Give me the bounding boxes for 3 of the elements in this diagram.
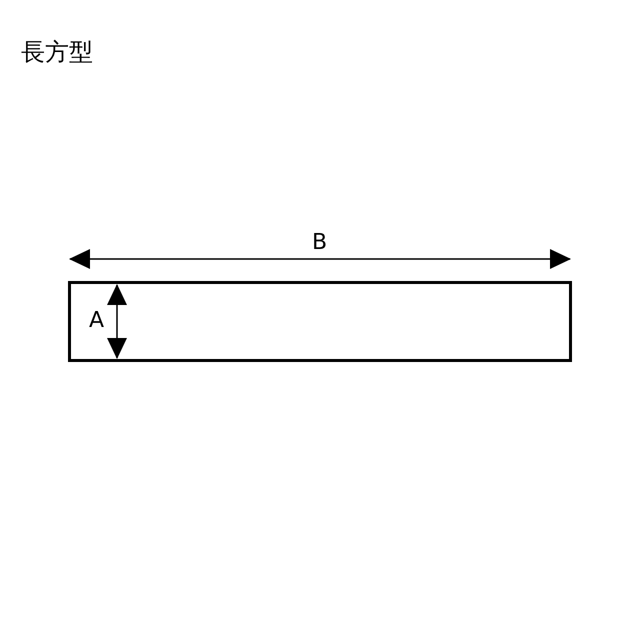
title: 長方型 [21, 40, 93, 64]
dimension-label: A [89, 310, 104, 332]
dimension-label: B [312, 232, 328, 254]
